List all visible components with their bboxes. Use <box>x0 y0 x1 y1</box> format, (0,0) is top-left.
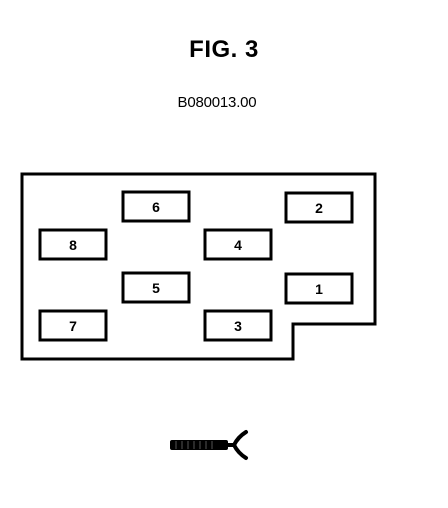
figure-code: B080013.00 <box>177 94 257 111</box>
fuse-slot-4-label: 4 <box>234 237 242 253</box>
fuse-slot-8-label: 8 <box>69 237 77 253</box>
figure-title: FIG. 3 <box>189 36 259 63</box>
fuse-slot-3: 3 <box>203 309 273 342</box>
fuse-puller-icon <box>170 430 248 460</box>
fuse-slot-8: 8 <box>38 228 108 261</box>
fuse-slot-7: 7 <box>38 309 108 342</box>
fuse-slot-2: 2 <box>284 191 354 224</box>
fuse-slot-1: 1 <box>284 272 354 305</box>
fuse-slot-6-label: 6 <box>152 199 160 215</box>
fuse-slot-7-label: 7 <box>69 318 77 334</box>
fuse-slot-4: 4 <box>203 228 273 261</box>
fuse-slot-5-label: 5 <box>152 280 160 296</box>
fuse-slot-5: 5 <box>121 271 191 304</box>
fuse-slot-1-label: 1 <box>315 281 323 297</box>
fuse-slot-3-label: 3 <box>234 318 242 334</box>
fuse-block-outline <box>20 172 377 361</box>
fuse-slot-6: 6 <box>121 190 191 223</box>
fuse-slot-2-label: 2 <box>315 200 323 216</box>
